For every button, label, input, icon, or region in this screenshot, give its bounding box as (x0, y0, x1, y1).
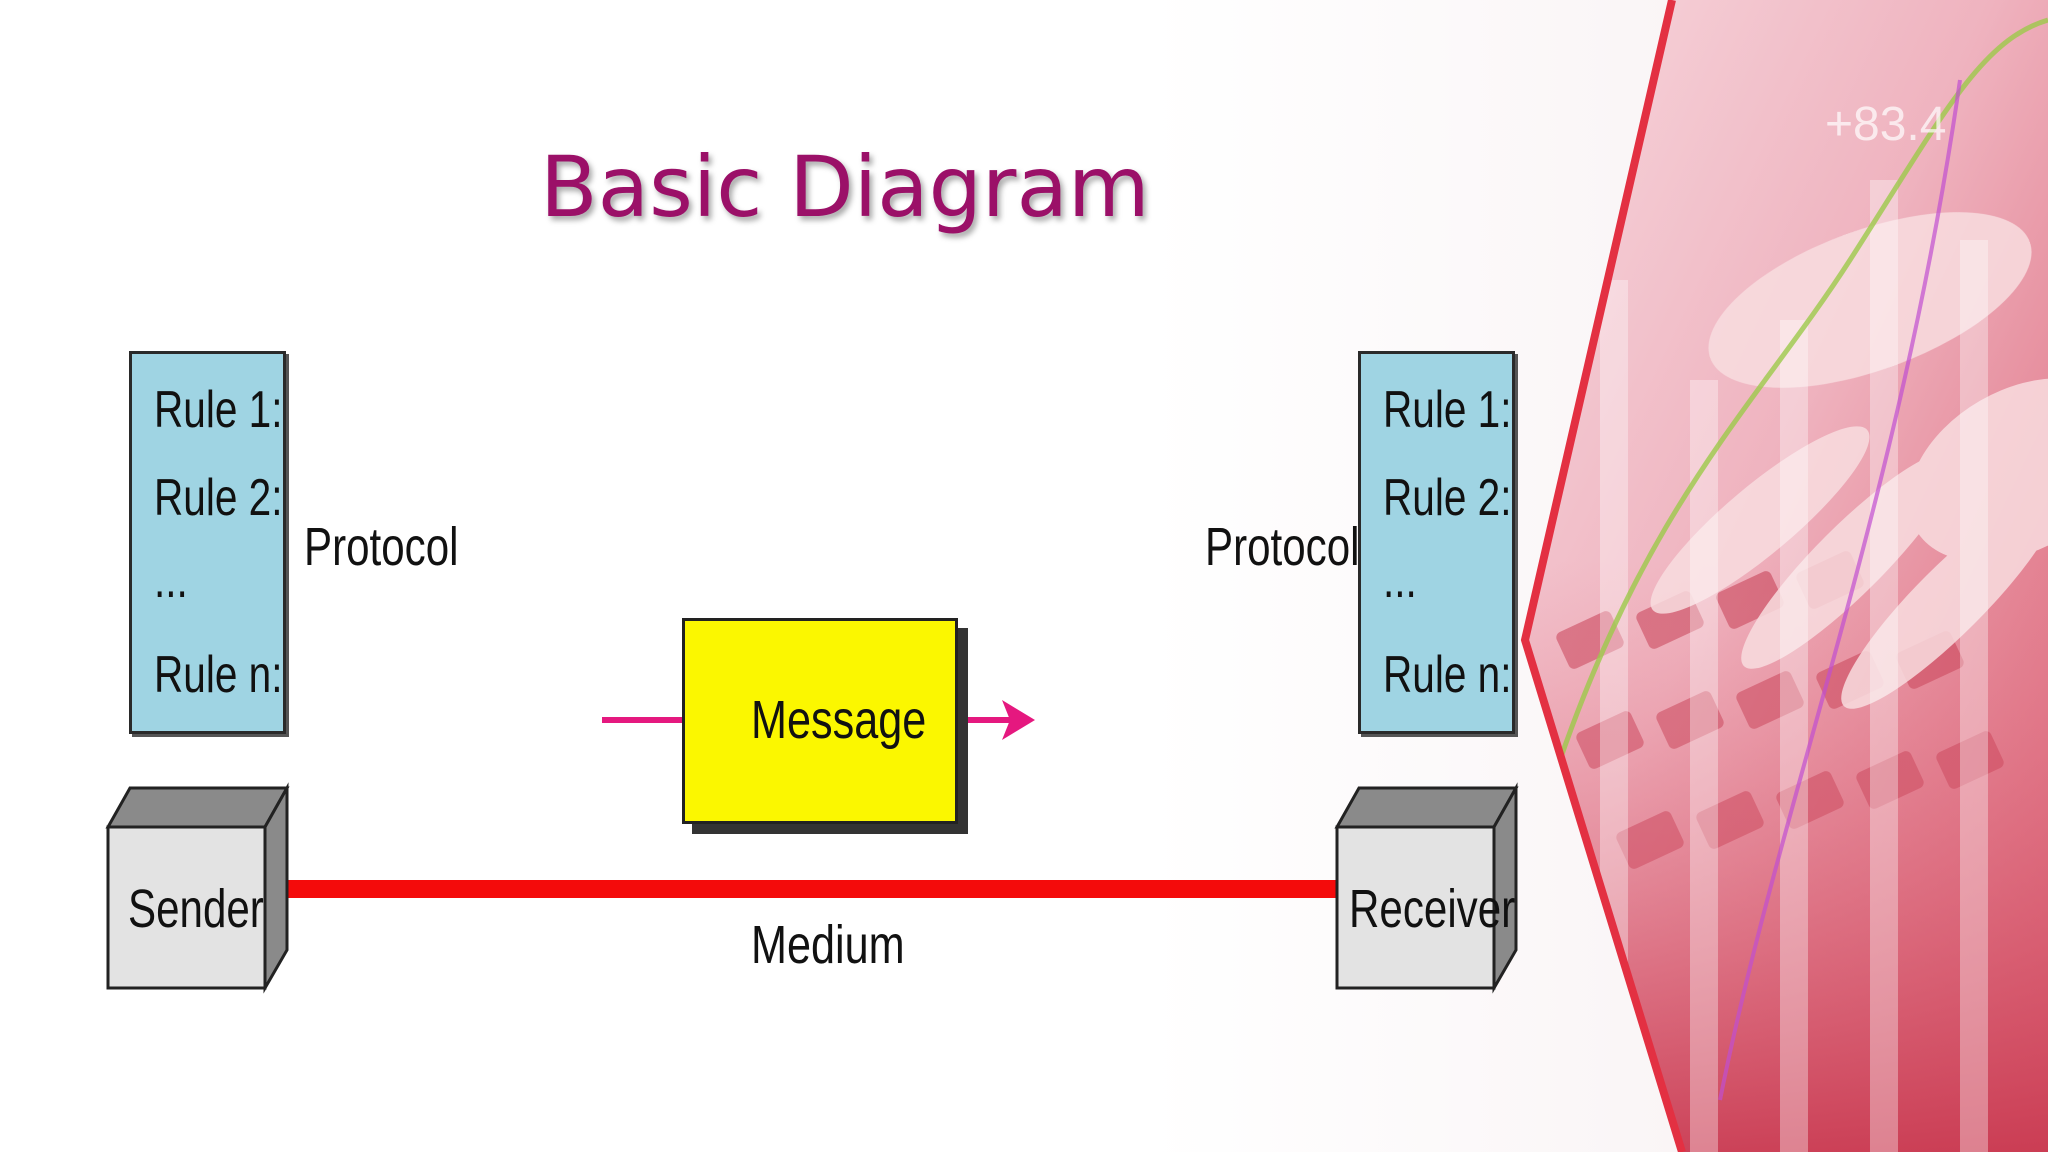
sender-protocol-label: Protocol (304, 517, 459, 577)
sender-label: Sender (128, 879, 264, 939)
sender-rule-2: Rule 2: (154, 469, 283, 527)
receiver-rule-1: Rule 1: (1383, 381, 1512, 439)
medium-line (272, 880, 1342, 898)
sender-rules-box: Rule 1: Rule 2: ... Rule n: (129, 351, 286, 734)
medium-label: Medium (751, 915, 905, 975)
message-box: Message (682, 618, 958, 824)
overlay-number: +83.4 (1825, 98, 1946, 151)
sender-rule-ellipsis: ... (154, 551, 188, 609)
arrowhead-icon (1002, 700, 1035, 740)
sender-rule-n: Rule n: (154, 646, 283, 704)
receiver-protocol-label: Protocol (1205, 517, 1360, 577)
sender-cube-icon (105, 782, 290, 994)
sender-rule-1: Rule 1: (154, 381, 283, 439)
receiver-rules-box: Rule 1: Rule 2: ... Rule n: (1358, 351, 1515, 734)
slide-title: Basic Diagram (540, 138, 1150, 236)
receiver-rule-ellipsis: ... (1383, 551, 1417, 609)
message-label: Message (751, 690, 927, 750)
receiver-cube-icon (1334, 782, 1519, 994)
receiver-label: Receiver (1349, 879, 1516, 939)
receiver-rule-n: Rule n: (1383, 646, 1512, 704)
receiver-rule-2: Rule 2: (1383, 469, 1512, 527)
